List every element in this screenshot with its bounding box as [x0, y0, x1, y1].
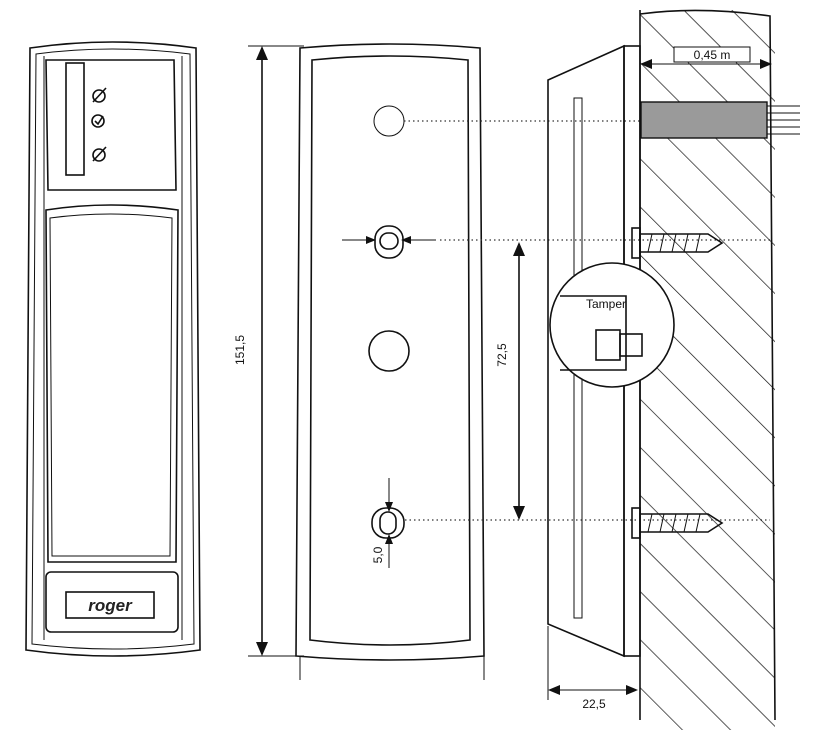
padlock-closed-icon: [92, 146, 107, 162]
cable-hole: [373, 105, 405, 137]
logo-plate: [45, 571, 179, 633]
mounting-slot-bottom: [371, 507, 405, 539]
hole-spacing-dimension: 72,5: [495, 242, 525, 520]
tamper-hole: [368, 330, 410, 372]
side-view: 0,45 m Tamper 22,5: [547, 9, 800, 730]
front-view: roger: [25, 41, 201, 657]
front-housing-outline: [25, 41, 201, 657]
cable-length-label: 0,45 m: [694, 48, 731, 62]
tamper-plunger: [619, 333, 643, 357]
cable-wires: [767, 105, 800, 135]
hole-spacing-label: 72,5: [495, 343, 509, 367]
depth-label: 22,5: [582, 697, 606, 711]
slot-width-label: 5,0: [371, 546, 385, 563]
cable-channel: [640, 101, 768, 139]
padlock-open-icon: [92, 87, 107, 103]
height-label: 151,5: [233, 335, 247, 365]
led-window: [45, 59, 177, 191]
back-view: 5,0: [295, 43, 485, 680]
screw-bottom: [631, 507, 724, 539]
front-housing-inner-edge: [31, 48, 195, 650]
shield-check-icon: [91, 114, 105, 128]
mounting-slot-top: [374, 225, 404, 259]
led-light-pipe: [65, 62, 85, 176]
logo-box: [65, 591, 155, 619]
wall-break-edge: [639, 9, 776, 721]
tamper-label: Tamper: [586, 297, 626, 311]
tamper-detail-circle: [549, 262, 675, 388]
logo-text: roger: [88, 596, 133, 615]
height-dimension: 151,5: [233, 45, 304, 657]
card-reading-area: [45, 204, 179, 563]
card-reading-area-inner: [49, 213, 173, 557]
back-housing-inner: [309, 55, 471, 646]
screw-top: [631, 227, 724, 259]
tamper-detail-housing: [560, 295, 627, 371]
